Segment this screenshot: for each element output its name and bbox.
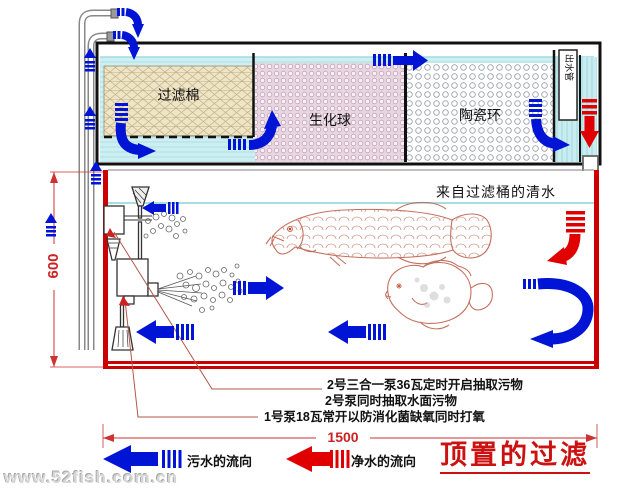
tank-inlet-arrow (547, 211, 585, 265)
ceramic-rings-media (407, 63, 553, 162)
tank-right-arrow (233, 276, 284, 300)
tank-left-arrow-1 (136, 320, 194, 344)
standpipe (558, 49, 578, 121)
pipe-up-arrow-3 (90, 161, 102, 185)
pipe-up-arrow-4 (45, 213, 57, 237)
pump-box-upper (103, 205, 125, 235)
tank-uturn-arrow (523, 278, 594, 348)
dimension-600-label: 600 (45, 244, 62, 288)
dimension-1500-label: 1500 (318, 429, 368, 445)
bio-balls-label: 生化球 (309, 112, 351, 128)
outlet-down-arrow (580, 99, 599, 148)
pipe-up-arrow-1 (84, 48, 96, 72)
flow-arrows-dirty (45, 8, 594, 348)
page-title: 顶置的过滤 (440, 440, 590, 474)
filter-cotton-label: 过滤棉 (157, 87, 200, 103)
bubbles-cluster-1 (143, 211, 188, 239)
annotation-pump1-always-on: 1号泵18瓦常开以防消化菌缺氧同时打氧 (264, 410, 485, 424)
filter-cotton-media (103, 65, 254, 137)
skimmer-arrow (142, 201, 179, 215)
cotton-down-arrow (115, 103, 156, 159)
spray-jet (157, 275, 203, 307)
ceramic-out-arrow (529, 99, 570, 152)
bio-balls-media (255, 63, 405, 162)
pump-box-lower (116, 258, 149, 297)
tank-wall-left (103, 170, 108, 369)
pipe1-outflow-arrow (117, 8, 144, 38)
bio-up-arrow (228, 110, 281, 150)
annotation-pump2-surface: 2号泵同时抽取水面污物 (325, 394, 457, 408)
flowerhorn-markings (414, 277, 451, 308)
flow-arrows-clean (547, 99, 599, 265)
legend-dirty-label: 污水的流向 (187, 454, 253, 469)
arowana-fish (265, 201, 492, 267)
pipe-up-arrow-2 (84, 106, 96, 130)
dimension-600-line (50, 171, 103, 368)
watermark: www.52fish.com.cn (4, 468, 179, 487)
dimension-1500-line (102, 424, 598, 448)
ceramic-rings-label: 陶瓷环 (459, 107, 501, 123)
outlet-pipe-label: 出水管 (564, 54, 574, 82)
leader-lines (106, 228, 322, 418)
legend-clean-arrow (286, 446, 350, 472)
tank-wall-right (594, 170, 599, 369)
pipe2-outflow-arrow (113, 31, 140, 60)
feed-pipes (78, 8, 119, 350)
top-right-arrow (373, 50, 428, 71)
pump-assembly (103, 186, 203, 351)
legend-clean-label: 净水的流向 (351, 454, 417, 469)
clean-water-note: 来自过滤桶的清水 (436, 184, 556, 200)
annotation-pump2-timer: 2号三合一泵36瓦定时开启抽取污物 (327, 378, 523, 392)
flowerhorn-fish (385, 259, 493, 330)
tank-left-arrow-2 (328, 320, 386, 344)
legend-dirty-arrow (103, 445, 182, 473)
